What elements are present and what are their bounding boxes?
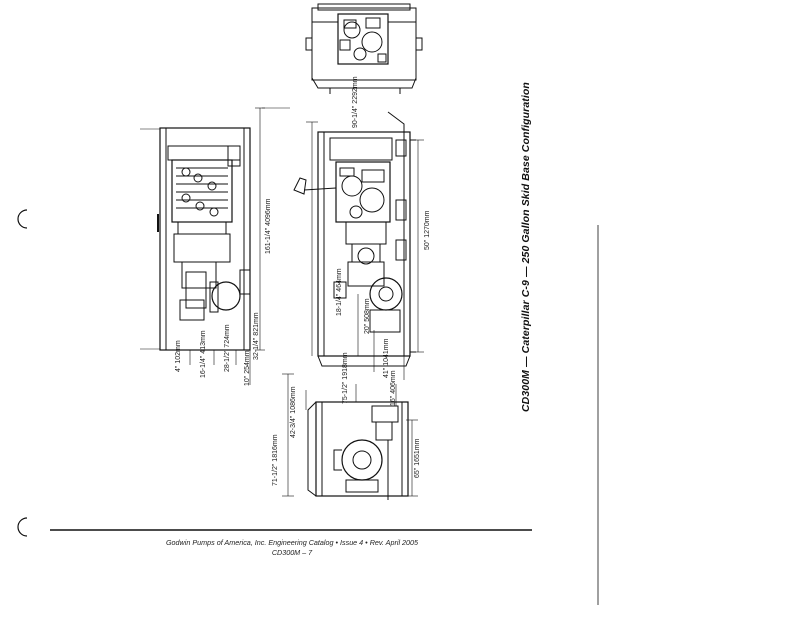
side-dimension-lines xyxy=(306,121,424,380)
dim-front-a: 42-3/4" 1086mm xyxy=(290,386,297,438)
dim-front-width: 71-1/2" 1816mm xyxy=(272,434,279,486)
dim-side-a: 18-1/4" 464mm xyxy=(336,268,343,316)
dim-plan-b: 16-1/4" 413mm xyxy=(200,330,207,378)
dim-side-c: 41" 1041mm xyxy=(383,338,390,378)
dim-plan-c: 28-1/2" 724mm xyxy=(224,324,231,372)
dim-front-c: 16" 406mm xyxy=(390,370,397,406)
plan-view xyxy=(140,127,251,351)
dim-front-b: 75-1/2" 1918mm xyxy=(342,352,349,404)
page-title: CD300M — Caterpillar C-9 — 250 Gallon Sk… xyxy=(520,82,532,412)
plan-dimension-lines xyxy=(189,107,290,385)
punch-hole-top xyxy=(17,209,28,229)
footer-catalog-line: Godwin Pumps of America, Inc. Engineerin… xyxy=(165,538,419,547)
dim-front-d: 65" 1651mm xyxy=(414,438,421,478)
dim-plan-a: 4" 102mm xyxy=(175,340,182,372)
front-dimension-lines xyxy=(282,373,418,497)
dim-side-height: 90-1/4" 2292mm xyxy=(352,76,359,128)
dim-plan-width: 32-1/4" 821mm xyxy=(253,312,260,360)
page-footer: Godwin Pumps of America, Inc. Engineerin… xyxy=(52,538,532,558)
front-view xyxy=(307,401,409,500)
footer-page-number: CD300M – 7 xyxy=(271,548,313,557)
end-view xyxy=(305,3,423,94)
dim-overall-length: 161-1/4" 4096mm xyxy=(265,198,272,254)
dim-side-width: 50" 1270mm xyxy=(424,210,431,250)
dim-side-b: 20" 508mm xyxy=(364,298,371,334)
punch-hole-bottom xyxy=(17,517,28,537)
dim-plan-d: 10" 254mm xyxy=(244,350,251,386)
